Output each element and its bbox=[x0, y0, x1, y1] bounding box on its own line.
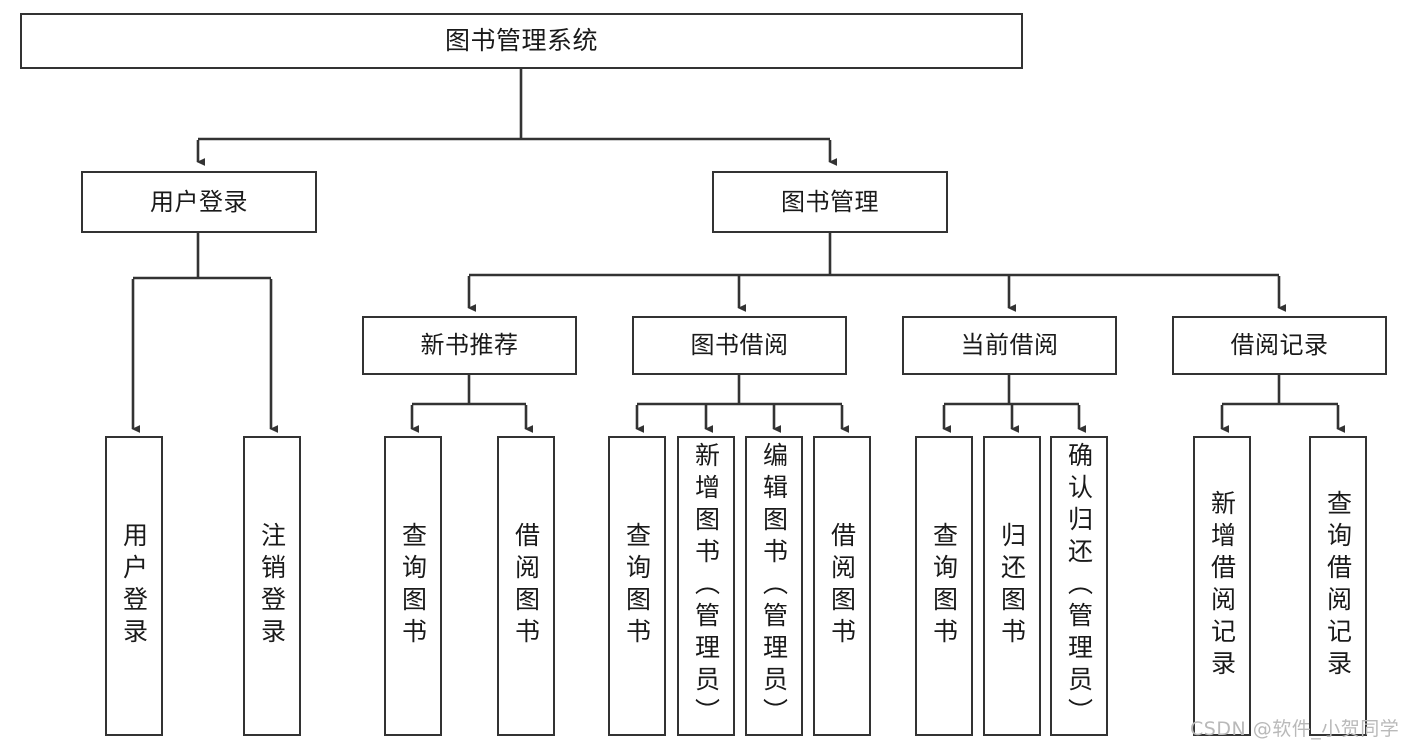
node-user-login-label: 用户登录 bbox=[150, 187, 248, 216]
node-leaf-logout-login-label: 注销登录 bbox=[257, 522, 287, 650]
node-leaf-borrow-book-1[interactable]: 借阅图书 bbox=[497, 436, 555, 736]
node-leaf-add-book-admin[interactable]: 新增图书（管理员） bbox=[677, 436, 735, 736]
node-leaf-query-borrow-record[interactable]: 查询借阅记录 bbox=[1309, 436, 1367, 736]
node-leaf-query-book-1-label: 查询图书 bbox=[398, 522, 428, 650]
node-borrow-record[interactable]: 借阅记录 bbox=[1172, 316, 1387, 375]
node-leaf-query-book-2[interactable]: 查询图书 bbox=[608, 436, 666, 736]
node-leaf-add-borrow-record-label: 新增借阅记录 bbox=[1207, 490, 1237, 682]
node-leaf-logout-login[interactable]: 注销登录 bbox=[243, 436, 301, 736]
node-user-login[interactable]: 用户登录 bbox=[81, 171, 317, 233]
node-root-label: 图书管理系统 bbox=[444, 26, 598, 55]
node-book-management[interactable]: 图书管理 bbox=[712, 171, 948, 233]
node-leaf-query-book-3-label: 查询图书 bbox=[929, 522, 959, 650]
node-borrow-record-label: 借阅记录 bbox=[1230, 331, 1329, 360]
node-new-book-recommend-label: 新书推荐 bbox=[420, 331, 519, 360]
node-leaf-user-login[interactable]: 用户登录 bbox=[105, 436, 163, 736]
node-leaf-add-book-admin-label: 新增图书（管理员） bbox=[691, 442, 721, 730]
node-leaf-add-borrow-record[interactable]: 新增借阅记录 bbox=[1193, 436, 1251, 736]
node-current-borrow[interactable]: 当前借阅 bbox=[902, 316, 1117, 375]
node-current-borrow-label: 当前借阅 bbox=[960, 331, 1059, 360]
node-leaf-confirm-return-admin[interactable]: 确认归还（管理员） bbox=[1050, 436, 1108, 736]
node-leaf-borrow-book-2[interactable]: 借阅图书 bbox=[813, 436, 871, 736]
node-leaf-borrow-book-2-label: 借阅图书 bbox=[827, 522, 857, 650]
node-leaf-return-book[interactable]: 归还图书 bbox=[983, 436, 1041, 736]
node-leaf-confirm-return-admin-label: 确认归还（管理员） bbox=[1064, 442, 1094, 730]
node-leaf-query-book-2-label: 查询图书 bbox=[622, 522, 652, 650]
node-leaf-return-book-label: 归还图书 bbox=[997, 522, 1027, 650]
csdn-watermark: CSDN @软件_小贺同学 bbox=[1190, 718, 1400, 740]
node-leaf-edit-book-admin[interactable]: 编辑图书（管理员） bbox=[745, 436, 803, 736]
node-book-borrow-label: 图书借阅 bbox=[690, 331, 789, 360]
node-leaf-query-book-3[interactable]: 查询图书 bbox=[915, 436, 973, 736]
node-leaf-query-borrow-record-label: 查询借阅记录 bbox=[1323, 490, 1353, 682]
node-root[interactable]: 图书管理系统 bbox=[20, 13, 1023, 69]
node-new-book-recommend[interactable]: 新书推荐 bbox=[362, 316, 577, 375]
node-book-management-label: 图书管理 bbox=[781, 187, 879, 216]
node-leaf-user-login-label: 用户登录 bbox=[119, 522, 149, 650]
node-leaf-borrow-book-1-label: 借阅图书 bbox=[511, 522, 541, 650]
node-book-borrow[interactable]: 图书借阅 bbox=[632, 316, 847, 375]
node-leaf-query-book-1[interactable]: 查询图书 bbox=[384, 436, 442, 736]
node-leaf-edit-book-admin-label: 编辑图书（管理员） bbox=[759, 442, 789, 730]
